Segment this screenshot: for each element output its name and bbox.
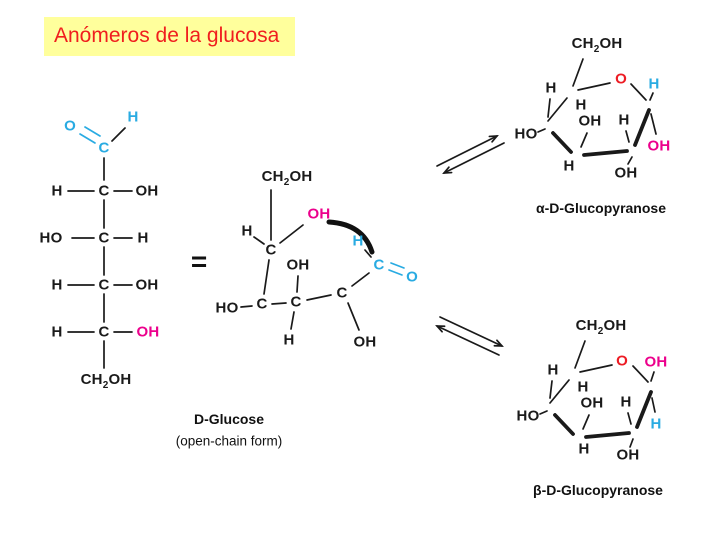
beta-h2-up: H — [620, 393, 632, 411]
middle-h1: H — [352, 232, 364, 250]
middle-bonds — [240, 189, 405, 331]
beta-ring-bonds — [539, 340, 656, 448]
fischer-row2-right: H — [137, 229, 149, 247]
fischer-row4-c: C — [98, 323, 110, 341]
fischer-row2-left: HO — [39, 229, 63, 247]
alpha-ring-caption: α-D-Glucopyranose — [536, 200, 666, 216]
fischer-aldehyde-h: H — [127, 108, 139, 126]
fischer-bonds — [67, 126, 133, 369]
alpha-h4-up: H — [545, 79, 557, 97]
page-title-text: Anómeros de la glucosa — [54, 24, 280, 47]
alpha-ch2oh: CH2OH — [571, 35, 623, 55]
beta-ho4: HO — [516, 407, 540, 425]
alpha-oh1-anomeric: OH — [647, 137, 671, 155]
beta-h1: H — [650, 415, 662, 433]
middle-ch2oh: CH2OH — [261, 168, 313, 188]
alpha-oh2: OH — [614, 164, 638, 182]
beta-h4-up: H — [547, 361, 559, 379]
fischer-row2-c: C — [98, 229, 110, 247]
equilibrium-arrow-top — [436, 135, 505, 174]
fischer-row1-left: H — [51, 182, 63, 200]
equals-sign: = — [190, 246, 208, 277]
middle-c5: C — [265, 241, 277, 259]
middle-c1: C — [373, 256, 385, 274]
fischer-row1-c: C — [98, 182, 110, 200]
beta-ring-oxygen: O — [616, 352, 628, 370]
alpha-h1: H — [648, 75, 660, 93]
fischer-row3-c: C — [98, 276, 110, 294]
beta-ch2oh: CH2OH — [575, 317, 627, 337]
beta-h3-down: H — [578, 440, 590, 458]
alpha-ring-oxygen: O — [615, 70, 627, 88]
alpha-h5-down: H — [575, 96, 587, 114]
alpha-h2-up: H — [618, 111, 630, 129]
fischer-row3-right: OH — [135, 276, 159, 294]
fischer-caption-name: D-Glucose — [193, 411, 265, 427]
middle-h3: H — [283, 331, 295, 349]
beta-h5-down: H — [577, 378, 589, 396]
middle-c2: C — [336, 284, 348, 302]
fischer-row4-left: H — [51, 323, 63, 341]
middle-o1: O — [406, 268, 418, 286]
middle-oh2: OH — [353, 333, 377, 351]
ring-closure-bond — [326, 219, 375, 255]
fischer-row1-right: OH — [135, 182, 159, 200]
alpha-ring-bonds — [537, 58, 657, 165]
beta-oh1-anomeric: OH — [644, 353, 668, 371]
middle-c3: C — [290, 293, 302, 311]
beta-oh2: OH — [616, 446, 640, 464]
middle-c4: C — [256, 295, 268, 313]
page-title: Anómeros de la glucosa — [44, 17, 296, 57]
middle-h5: H — [241, 222, 253, 240]
fischer-caption-form: (open-chain form) — [175, 433, 283, 449]
beta-oh3: OH — [580, 394, 604, 412]
fischer-row4-right: OH — [136, 323, 160, 341]
middle-oh3: OH — [286, 256, 310, 274]
alpha-h3-down: H — [563, 157, 575, 175]
beta-ring-caption: β-D-Glucopyranose — [533, 482, 663, 498]
middle-ho4: HO — [215, 299, 239, 317]
alpha-oh3: OH — [578, 112, 602, 130]
fischer-aldehyde-c: C — [98, 139, 110, 157]
alpha-ho4: HO — [514, 125, 538, 143]
equilibrium-arrow-bottom — [435, 316, 504, 356]
fischer-aldehyde-o: O — [64, 117, 76, 135]
fischer-ch2oh: CH2OH — [80, 371, 132, 391]
middle-oh5: OH — [307, 205, 331, 223]
fischer-row3-left: H — [51, 276, 63, 294]
